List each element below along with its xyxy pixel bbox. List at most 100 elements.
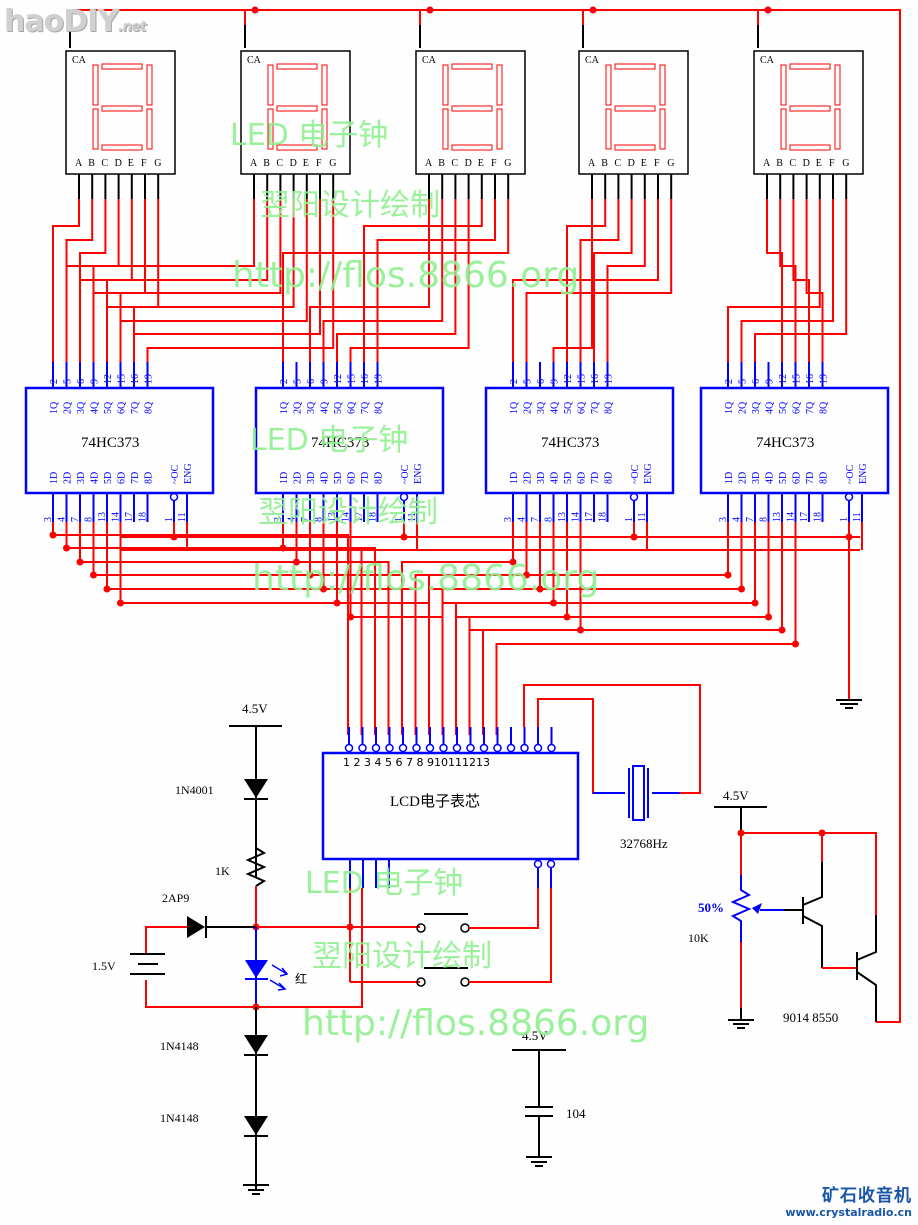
latch-q-label: 8Q [604, 401, 615, 414]
junction-dot [251, 6, 259, 14]
latch-d-label: 8D [144, 472, 155, 484]
wire [727, 199, 821, 362]
latch-q-pin-number: 6 [76, 379, 87, 384]
cap-label: 104 [566, 1106, 586, 1121]
latch-d-label: 3D [536, 472, 547, 484]
lcd-label: LCD电子表芯 [390, 793, 480, 810]
wire [295, 522, 390, 735]
latch-d-pin-number: 3 [273, 517, 284, 522]
latch-q-label: 8Q [819, 401, 830, 414]
segment-label: A [763, 158, 771, 169]
wire [146, 199, 335, 362]
latch-q-label: 3Q [751, 401, 762, 414]
wire [376, 199, 496, 362]
latch-d-pin-number: 3 [503, 517, 514, 522]
segment-label: D [115, 158, 122, 169]
lcd-pin-bubble [412, 743, 421, 753]
segment-label: G [329, 158, 336, 169]
junction-dot [90, 571, 97, 579]
latch-q-label: 2Q [293, 401, 304, 414]
lcd-pin-bubble [371, 743, 381, 753]
latch-q-label: 2Q [63, 401, 74, 414]
diode1-label: 1N4001 [175, 783, 214, 797]
segment [92, 64, 99, 106]
latch-q-label: 4Q [320, 401, 331, 414]
latch-d-label: 7D [360, 472, 371, 484]
latch-d-pin-number: 18 [138, 512, 149, 522]
latch-q-label: 2Q [738, 401, 749, 414]
crystal-wire [523, 684, 701, 794]
lcd-pin-bubble [425, 743, 435, 753]
oc-bubble [844, 492, 854, 502]
segment [146, 108, 153, 150]
led-label: 红 [295, 971, 307, 986]
segment-label: F [316, 158, 322, 169]
crystal: 32768Hz [523, 684, 701, 851]
eng-label: ENG [183, 463, 194, 484]
latch-d-pin-number: 3 [43, 517, 54, 522]
latch-q-pin-number: 2 [509, 379, 520, 384]
latch-q-pin-number: 9 [320, 379, 331, 384]
segment [614, 63, 656, 70]
latch-d-label: 4D [765, 472, 776, 484]
lcd-pin-bubble [479, 743, 489, 753]
latch-d-pin-number: 4 [287, 517, 298, 522]
diode4-label: 1N4148 [160, 1111, 199, 1125]
watermark-line3: http://flos.8866.org [232, 255, 579, 296]
wire [119, 522, 417, 735]
eng-label: ENG [643, 463, 654, 484]
segment [496, 64, 503, 106]
light-rays-icon [269, 964, 289, 991]
latch-q-pin-number: 12 [103, 374, 114, 384]
wire [428, 522, 729, 735]
wire [401, 522, 514, 735]
segment-label: G [667, 158, 674, 169]
segment [659, 108, 666, 150]
diode-2ap9-icon [187, 916, 205, 938]
wire [754, 199, 848, 362]
diode2-label: 2AP9 [162, 891, 189, 905]
transistor-8550-icon [856, 915, 877, 961]
wire [741, 832, 877, 915]
latch-q-pin-number: 15 [792, 374, 803, 384]
junction-dot [63, 544, 70, 552]
wire [606, 199, 646, 362]
segment [780, 64, 787, 106]
eng-label: ENG [858, 463, 869, 484]
latch-q-pin-number: 6 [751, 379, 762, 384]
latch-q-label: 2Q [523, 401, 534, 414]
latch-q-pin-number: 5 [523, 379, 534, 384]
segment-label: E [128, 158, 134, 169]
segment [276, 144, 318, 151]
lcd-pin-bubble [520, 743, 529, 753]
segment [789, 144, 831, 151]
latch-d-pin-number: 8 [759, 517, 770, 522]
latch-d-pin-number: 4 [732, 517, 743, 522]
display-body [753, 50, 864, 175]
latch-q-label: 1Q [509, 401, 520, 414]
logo-suffix: .net [118, 19, 147, 35]
segment [321, 108, 328, 150]
switch-contact [416, 977, 426, 987]
latch-d-pin-number: 7 [300, 517, 311, 522]
latch-part-label: 74HC373 [541, 435, 599, 451]
latch-q-label: 7Q [130, 401, 141, 414]
wire [363, 199, 483, 362]
latch-d-pin-number: 7 [530, 517, 541, 522]
latch-q-label: 5Q [333, 401, 344, 414]
segment [496, 108, 503, 150]
oc-pin-number: 1 [839, 517, 850, 522]
eng-pin-number: 11 [637, 512, 648, 522]
junction-dot [49, 531, 57, 539]
latch-q-label: 4Q [90, 401, 101, 414]
latch-q-pin-number: 9 [550, 379, 561, 384]
transistor-9014-icon [802, 862, 823, 906]
switch-contact [416, 923, 426, 933]
latch-d-label: 4D [320, 472, 331, 484]
latch-d-label: 5D [563, 472, 574, 484]
segment [789, 105, 831, 112]
latch-d-pin-number: 13 [327, 512, 338, 522]
